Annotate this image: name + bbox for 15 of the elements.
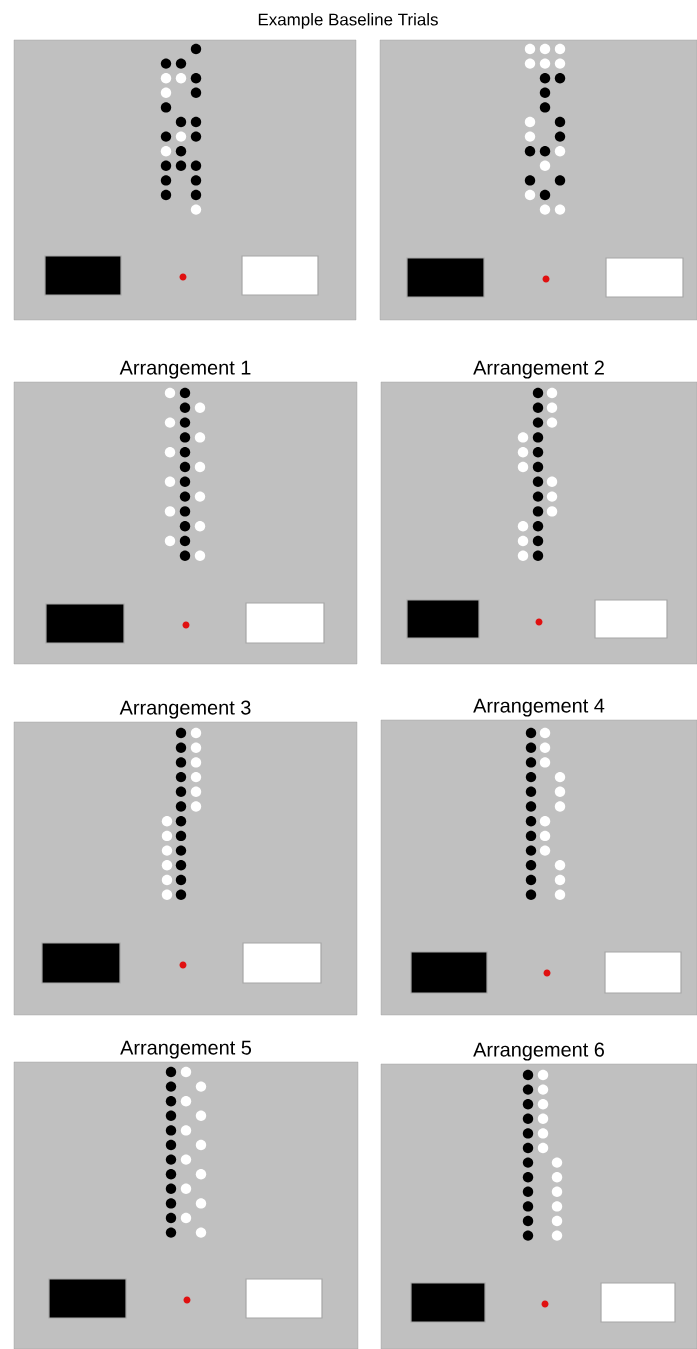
node-label: Arrangement 1 <box>119 360 251 379</box>
node-label: Arrangement 5 <box>120 1040 252 1059</box>
trial-panel: Arrangement 5 <box>13 1040 359 1349</box>
trial-panel: Arrangement 2 <box>380 360 697 665</box>
trial-panel: Arrangement 3 <box>13 700 358 1016</box>
trial-panel: Arrangement 6 <box>380 1042 697 1349</box>
trial-panel: Arrangement 1 <box>13 360 358 665</box>
trial-panel: Arrangement 4 <box>380 698 697 1016</box>
trial-panel <box>13 39 357 321</box>
trial-panel <box>379 39 697 321</box>
figure-title: Example Baseline Trials <box>258 13 438 29</box>
node-label: Arrangement 3 <box>119 700 251 719</box>
node-label: Arrangement 6 <box>473 1042 604 1061</box>
node-label: Arrangement 2 <box>473 360 604 379</box>
node-label: Arrangement 4 <box>473 698 605 717</box>
